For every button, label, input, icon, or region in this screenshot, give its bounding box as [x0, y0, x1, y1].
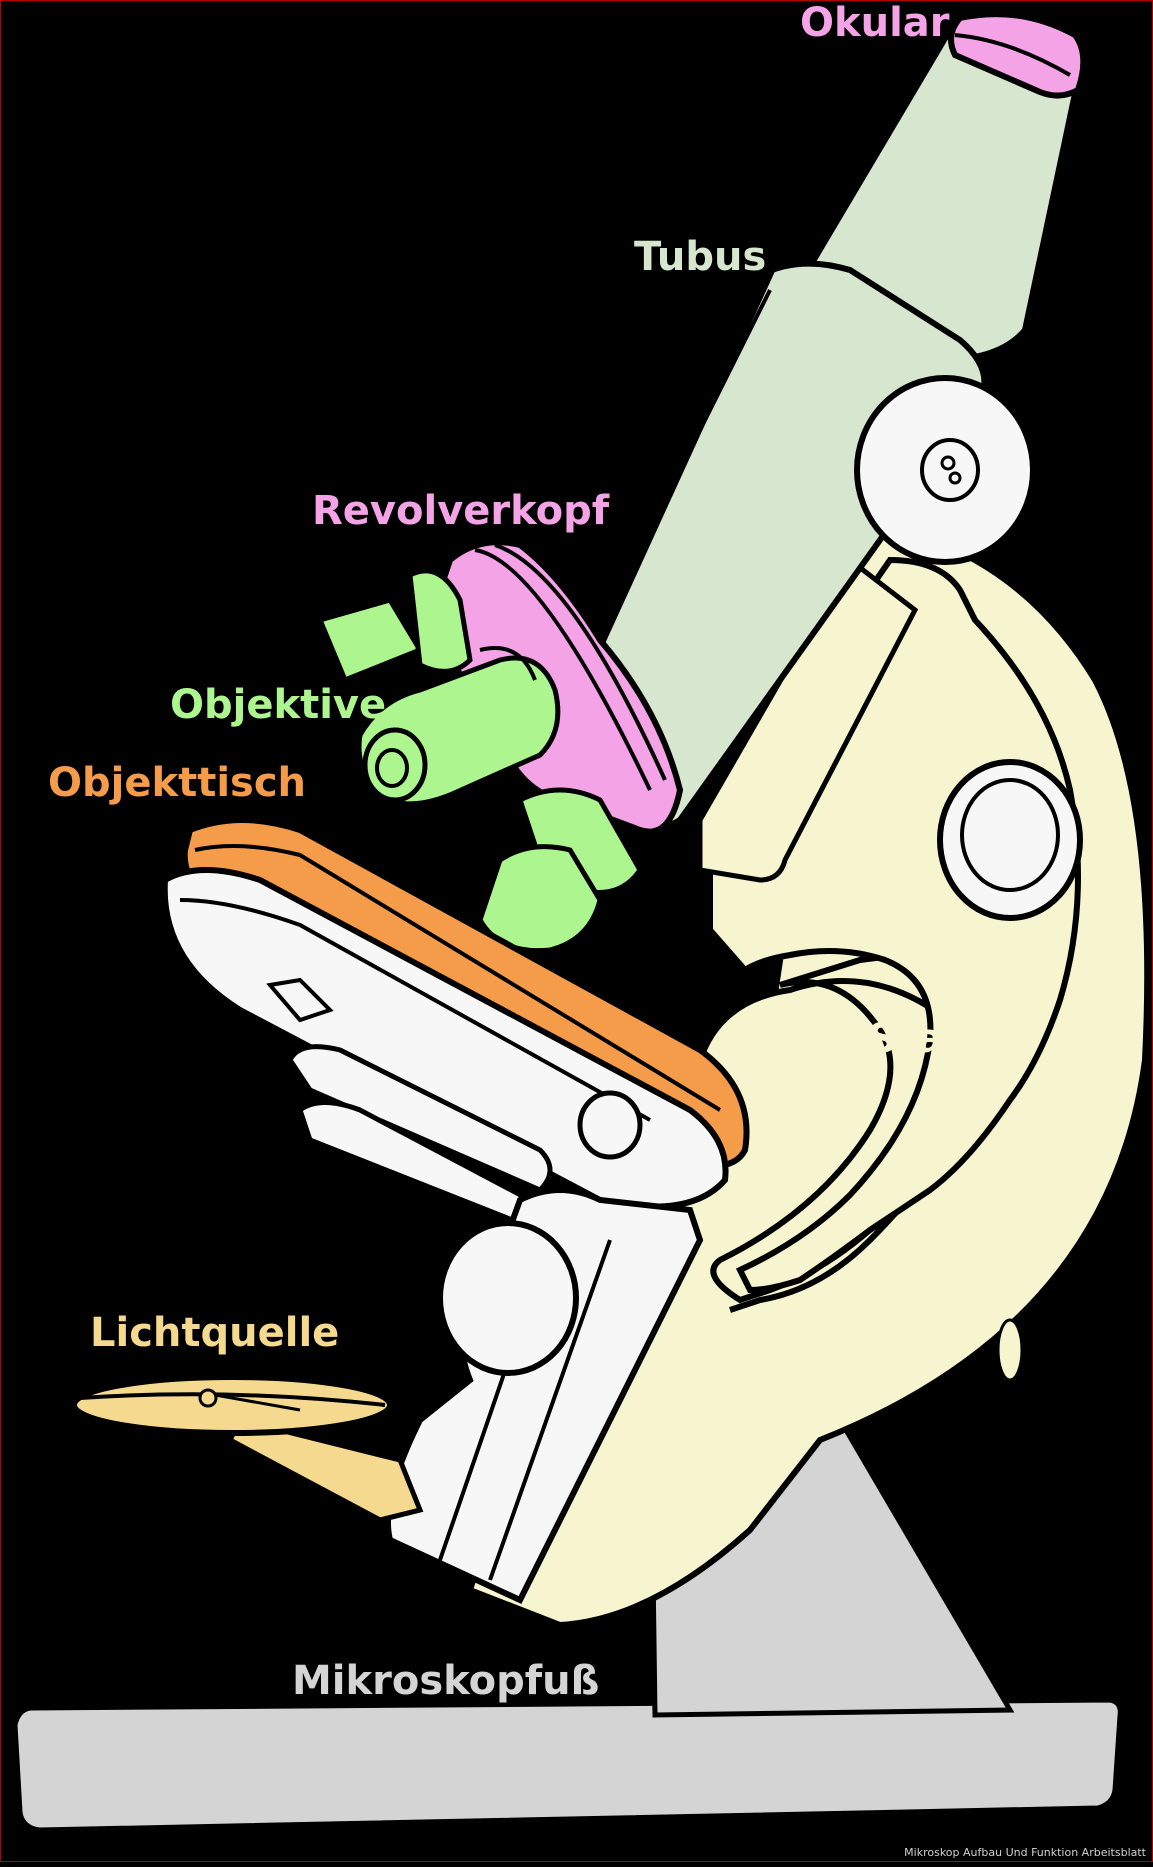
- okular: [948, 11, 1087, 99]
- stage-holder: [385, 1187, 704, 1604]
- microscope-foot: [12, 1697, 1123, 1833]
- objektive: [316, 568, 643, 954]
- label-mikroskopfuss: Mikroskopfuß: [292, 1658, 599, 1704]
- label-objekttisch: Objekttisch: [48, 760, 306, 806]
- objekttisch: [161, 817, 750, 1210]
- label-tubus: Tubus: [634, 234, 766, 280]
- label-objektive: Objektive: [170, 682, 386, 728]
- focus-knob-large: [937, 759, 1083, 921]
- label-stativ: Stativ: [868, 1016, 1002, 1062]
- watermark-text: Mikroskop Aufbau Und Funktion Arbeitsbla…: [904, 1846, 1147, 1859]
- label-okular: Okular: [800, 0, 950, 46]
- label-lichtquelle: Lichtquelle: [90, 1310, 339, 1356]
- label-revolverkopf: Revolverkopf: [312, 488, 610, 534]
- adjustment-wheel: [854, 375, 1036, 565]
- lichtquelle: [71, 1374, 424, 1523]
